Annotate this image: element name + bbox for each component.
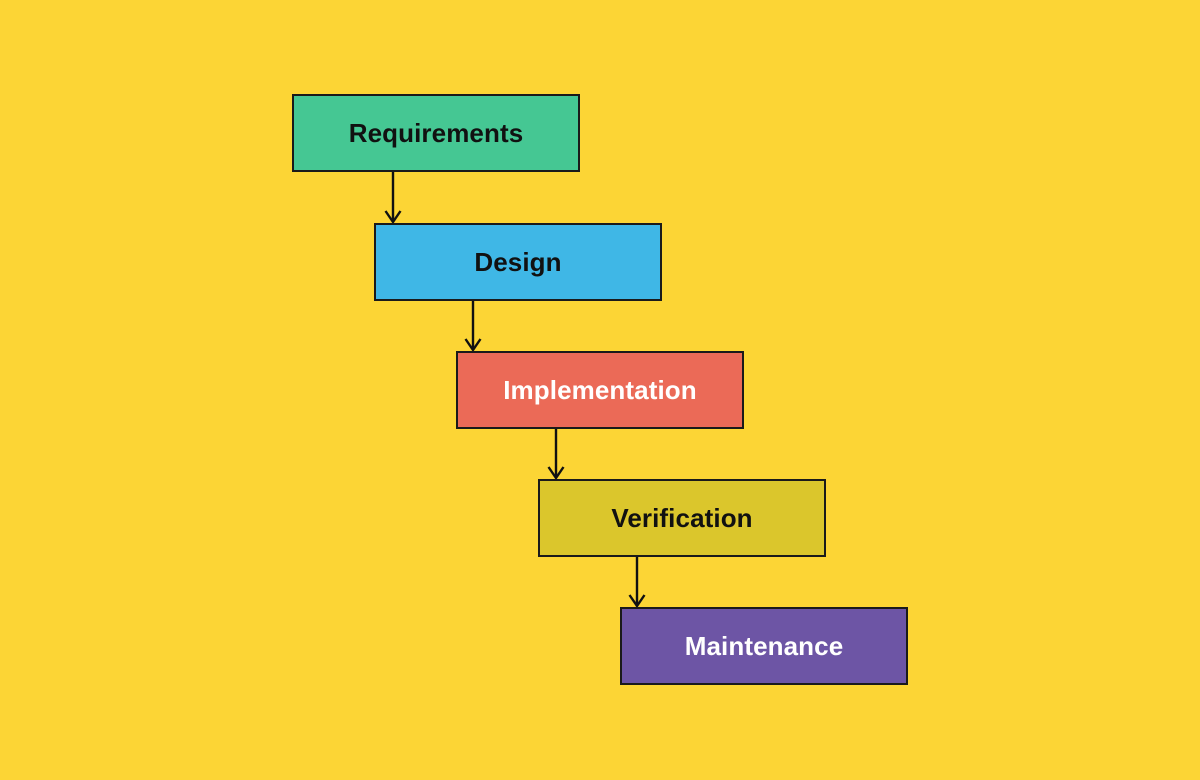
stage-label-verification: Verification bbox=[611, 503, 753, 533]
connector-implementation-to-verification bbox=[547, 429, 565, 481]
connector-design-to-implementation bbox=[464, 301, 482, 353]
connector-requirements-to-design bbox=[384, 172, 402, 225]
stage-label-implementation: Implementation bbox=[503, 375, 697, 405]
stage-label-maintenance: Maintenance bbox=[684, 631, 844, 661]
stage-box-requirements[interactable]: Requirements bbox=[292, 94, 580, 172]
stage-box-implementation[interactable]: Implementation bbox=[456, 351, 744, 429]
arrowhead-icon bbox=[464, 338, 482, 353]
stage-box-verification[interactable]: Verification bbox=[538, 479, 826, 557]
stage-box-design[interactable]: Design bbox=[374, 223, 662, 301]
stage-label-design: Design bbox=[474, 247, 562, 277]
stage-label-requirements: Requirements bbox=[348, 118, 524, 148]
arrowhead-icon bbox=[547, 466, 565, 481]
arrowhead-icon bbox=[384, 210, 402, 225]
arrowhead-icon bbox=[628, 594, 646, 609]
stage-box-maintenance[interactable]: Maintenance bbox=[620, 607, 908, 685]
connector-verification-to-maintenance bbox=[628, 557, 646, 609]
